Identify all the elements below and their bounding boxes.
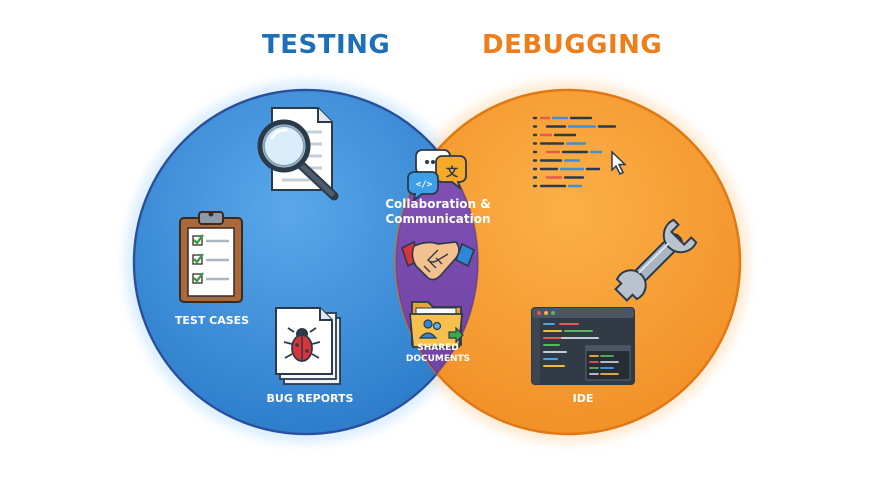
svg-text:</>: </>	[416, 180, 433, 190]
handshake-icon	[401, 240, 476, 281]
magnifying-glass-document-icon	[257, 107, 339, 201]
ide-window-icon	[531, 307, 635, 385]
chat-bubbles-icon: 文 </>	[407, 149, 467, 203]
code-lines-icon	[532, 116, 627, 188]
ide-label: IDE	[572, 392, 594, 405]
bug-report-icon	[275, 307, 341, 385]
shared-documents-label-line1: SHARED	[417, 343, 459, 353]
shared-documents-label-line2: DOCUMENTS	[405, 354, 471, 364]
collaboration-label-line2: Communication	[385, 212, 491, 226]
shared-documents-label: SHARED DOCUMENTS	[398, 343, 478, 365]
bug-reports-label: BUG REPORTS	[266, 392, 354, 405]
clipboard-checklist-icon	[179, 211, 243, 303]
wrench-icon	[614, 218, 698, 302]
testing-title: TESTING	[262, 30, 391, 60]
shared-folder-icon	[409, 301, 464, 348]
debugging-title: DEBUGGING	[482, 30, 663, 60]
test-cases-label: TEST CASES	[174, 314, 250, 327]
svg-text:文: 文	[446, 164, 459, 179]
collaboration-label-line1: Collaboration &	[385, 197, 491, 211]
collaboration-label: Collaboration & Communication	[380, 197, 496, 227]
